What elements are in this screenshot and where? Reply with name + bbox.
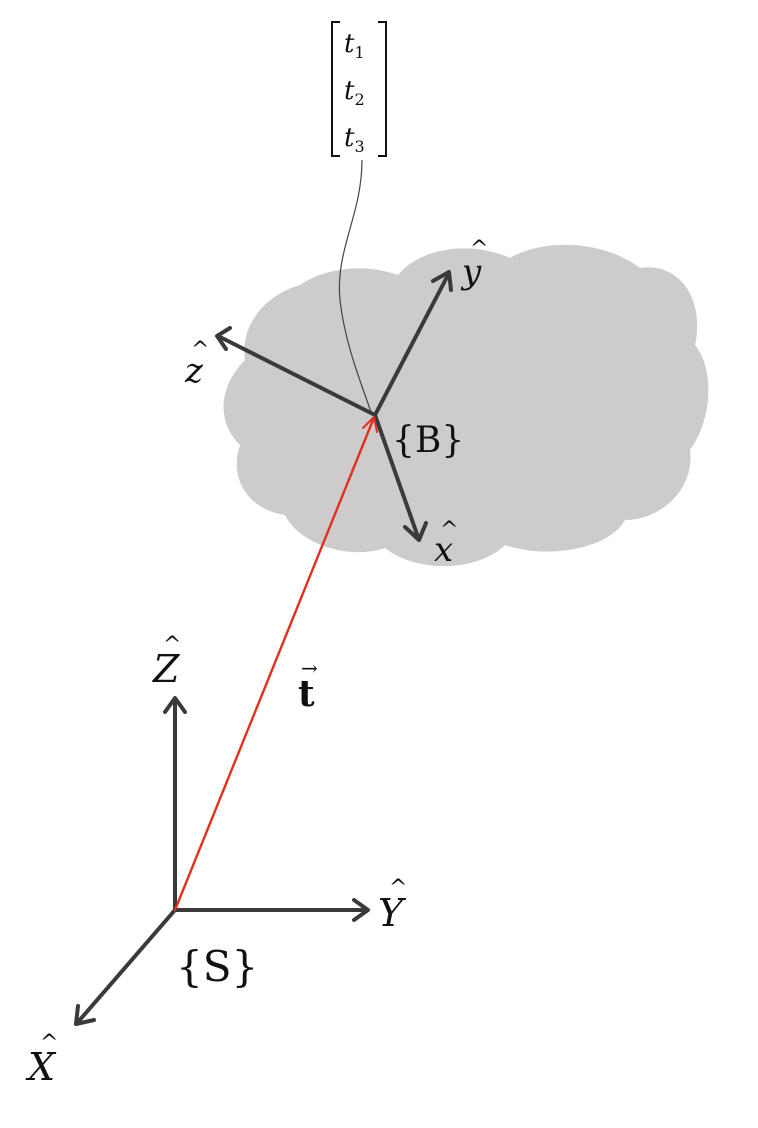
hat-icon: ^ <box>163 633 181 658</box>
world-frame-axes <box>74 696 370 1026</box>
world-y-arrowhead <box>352 898 370 922</box>
matrix-left-bracket <box>331 21 340 157</box>
world-y-label: Y ^ <box>378 876 407 935</box>
hat-icon: ^ <box>440 518 458 543</box>
svg-text:x: x <box>434 530 453 570</box>
matrix-entry-3: t3 <box>344 123 365 156</box>
vector-arrow-icon: → <box>301 656 318 680</box>
body-z-arrowhead <box>215 326 232 351</box>
svg-text:t: t <box>298 673 315 715</box>
hat-icon: ^ <box>389 876 407 901</box>
matrix-entry-1: t1 <box>344 29 365 62</box>
svg-text:Y: Y <box>378 891 407 935</box>
body-y-arrowhead <box>431 270 453 292</box>
body-z-axis <box>218 335 377 417</box>
translation-label: t → <box>298 656 318 715</box>
body-frame-label: {B} <box>392 420 464 461</box>
world-z-arrowhead <box>163 696 187 714</box>
translation-arrowhead <box>362 416 378 433</box>
hat-icon: ^ <box>470 237 488 262</box>
hat-icon: ^ <box>191 338 209 363</box>
body-x-arrowhead <box>403 521 428 542</box>
world-x-axis <box>76 908 177 1024</box>
world-frame-label: {S} <box>176 942 258 991</box>
svg-text:X: X <box>25 1045 57 1089</box>
rigid-body-cloud <box>223 244 709 567</box>
world-x-label: X ^ <box>25 1031 58 1089</box>
world-x-arrowhead <box>74 1004 96 1026</box>
body-x-axis <box>373 413 420 539</box>
matrix-right-bracket <box>378 21 387 157</box>
svg-text:y: y <box>460 252 482 292</box>
leader-line <box>338 159 373 416</box>
body-z-label: z ^ <box>184 338 209 391</box>
body-y-axis <box>373 273 450 417</box>
body-x-label: x ^ <box>434 518 458 570</box>
translation-vector <box>173 416 378 912</box>
translation-line <box>173 418 375 912</box>
translation-matrix: t1 t2 t3 <box>331 21 387 157</box>
svg-text:z: z <box>184 351 204 391</box>
hat-icon: ^ <box>40 1031 58 1056</box>
svg-text:Z: Z <box>152 647 180 691</box>
body-y-label: y ^ <box>460 237 488 292</box>
matrix-entry-2: t2 <box>344 76 365 109</box>
body-frame-axes <box>215 270 453 542</box>
world-z-label: Z ^ <box>152 633 181 691</box>
